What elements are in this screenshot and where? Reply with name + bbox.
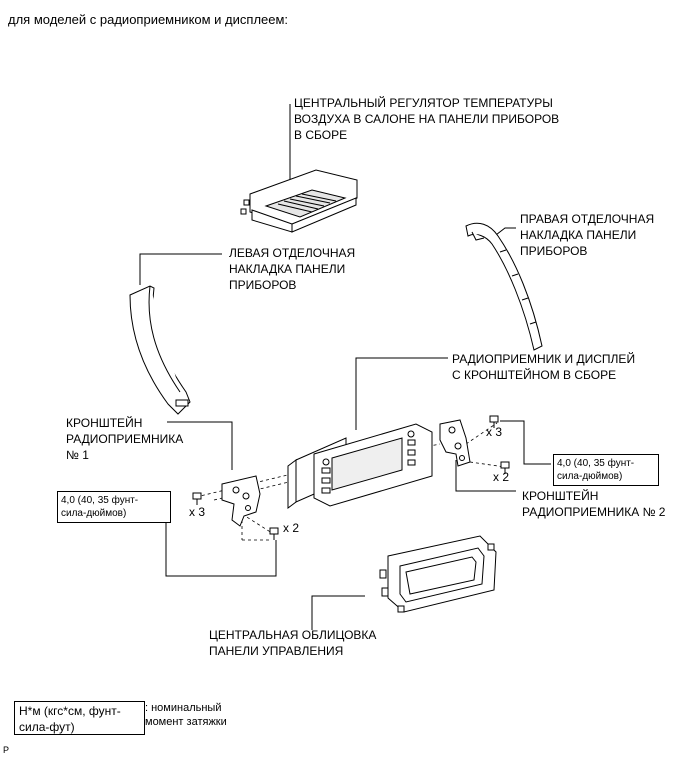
radio-display-assembly <box>287 423 433 509</box>
count-bottom-x2: x 2 <box>283 521 300 535</box>
bracket-1 <box>221 475 261 527</box>
leader-torque-right <box>500 420 551 465</box>
right-trim-panel <box>465 222 543 351</box>
bracket-2 <box>439 419 471 467</box>
count-left-x3: x 3 <box>189 505 206 519</box>
label-left-trim: ЛЕВАЯ ОТДЕЛОЧНАЯ НАКЛАДКА ПАНЕЛИ ПРИБОРО… <box>229 246 356 292</box>
leader-torque-left <box>165 514 277 577</box>
label-center-vent: ЦЕНТРАЛЬНЫЙ РЕГУЛЯТОР ТЕМПЕРАТУРЫ ВОЗДУХ… <box>294 96 560 142</box>
label-bracket-1: КРОНШТЕЙН РАДИОПРИЕМНИКА № 1 <box>66 416 184 462</box>
leader-center-panel <box>311 595 365 630</box>
torque-box-left: 4,0 (40, 35 фунт- сила-дюймов) <box>57 491 171 523</box>
center-vent-assembly <box>240 169 358 233</box>
torque-box-right: 4,0 (40, 35 фунт- сила-дюймов) <box>553 454 659 486</box>
label-bracket-2: КРОНШТЕЙН РАДИОПРИЕМНИКА № 2 <box>522 489 666 519</box>
legend-description: : номинальный момент затяжки <box>145 702 227 728</box>
label-right-trim: ПРАВАЯ ОТДЕЛОЧНАЯ НАКЛАДКА ПАНЕЛИ ПРИБОР… <box>520 212 655 258</box>
page-header: для моделей с радиоприемником и дисплеем… <box>8 12 289 27</box>
count-right-x2: x 2 <box>493 470 510 484</box>
center-cluster-panel <box>379 535 497 613</box>
count-right-x3: x 3 <box>486 425 503 439</box>
leader-left-trim <box>139 253 222 285</box>
label-center-cluster-panel: ЦЕНТРАЛЬНАЯ ОБЛИЦОВКА ПАНЕЛИ УПРАВЛЕНИЯ <box>209 628 377 658</box>
leader-bracket-1 <box>167 421 233 470</box>
legend-unit-box: Н*м (кгс*см, фунт- сила-фут) <box>14 701 145 735</box>
left-trim-panel <box>129 285 191 415</box>
footer-mark: P <box>3 745 10 755</box>
label-radio-display-assembly: РАДИОПРИЕМНИК И ДИСПЛЕЙ С КРОНШТЕЙНОМ В … <box>452 352 636 382</box>
leader-bracket-2 <box>455 460 516 492</box>
leader-radio-assy <box>355 357 448 430</box>
screws <box>192 415 510 540</box>
